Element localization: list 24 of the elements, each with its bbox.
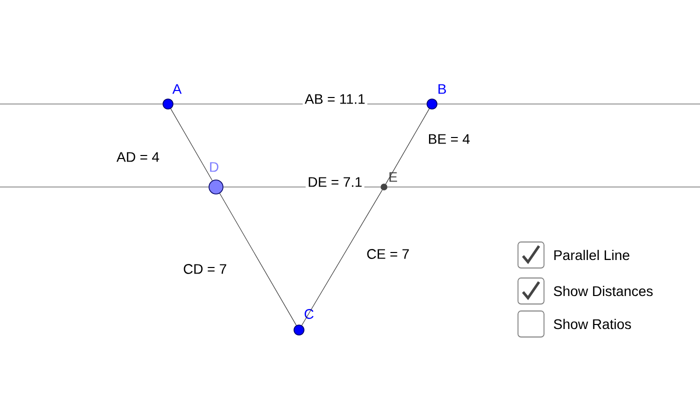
checkbox: Parallel Line [518, 242, 630, 268]
line [385, 108, 430, 184]
edge-label: AB = 11.1 [302, 92, 368, 106]
line [301, 190, 383, 326]
point [294, 324, 304, 336]
point-label: D [210, 162, 218, 172]
line [387, 186, 700, 188]
line [219, 193, 297, 326]
line [0, 186, 209, 188]
point [380, 184, 388, 190]
checkbox: Show Ratios [518, 310, 631, 338]
point-label: B [438, 84, 446, 94]
point-label: E [390, 172, 398, 182]
line [170, 108, 213, 181]
edge-label: CE = 7 [364, 247, 412, 261]
point [426, 98, 438, 110]
edge-label: DE = 7.1 [306, 175, 364, 189]
edge-label: AD = 4 [114, 150, 162, 164]
point [162, 98, 174, 110]
checkbox: Show Distances [518, 278, 653, 304]
edge-label: BE = 4 [426, 132, 472, 146]
point [208, 180, 224, 194]
point-label: A [172, 84, 182, 94]
edge-label: CD = 7 [181, 262, 229, 276]
